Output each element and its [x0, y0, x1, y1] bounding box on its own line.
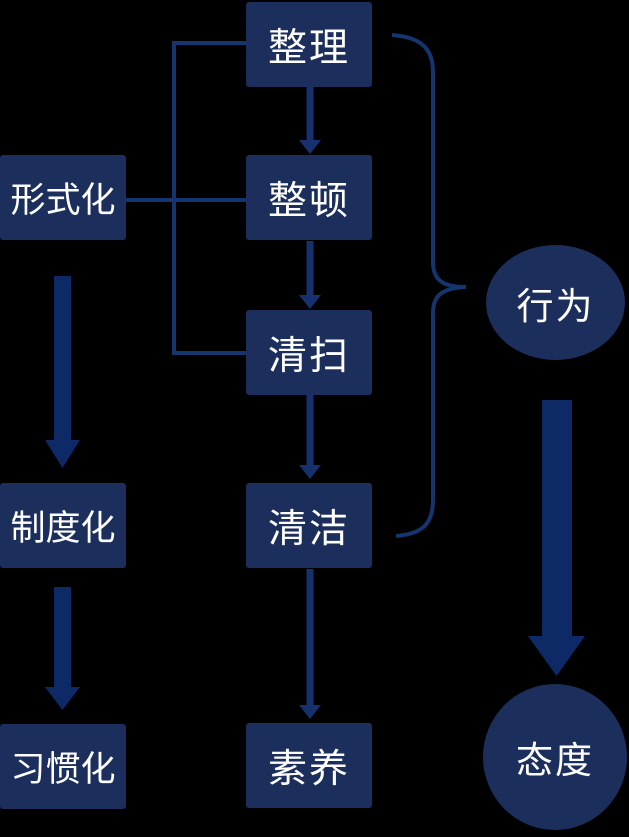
node-sort: 整理: [246, 2, 372, 87]
node-institutionalization-label: 制度化: [10, 509, 116, 548]
node-formalization: 形式化: [0, 155, 126, 240]
arrow-formalization-to-institutionalization-icon: [45, 276, 80, 468]
node-institutionalization: 制度化: [0, 483, 126, 568]
bracket-connector-line: [126, 41, 247, 355]
node-sort-label: 整理: [267, 26, 350, 70]
node-behavior: 行为: [486, 245, 625, 360]
arrow-institutionalization-to-habituation-icon: [45, 587, 80, 710]
arrow-set-in-order-to-shine-icon: [299, 241, 321, 309]
node-set-in-order: 整顿: [246, 155, 372, 240]
node-shine: 清扫: [246, 310, 372, 395]
node-standardize-label: 清洁: [267, 507, 350, 551]
node-habituation-label: 习惯化: [10, 750, 116, 789]
arrow-behavior-to-attitude-icon: [528, 400, 585, 676]
node-standardize: 清洁: [246, 483, 372, 568]
arrow-standardize-to-sustain-icon: [299, 569, 321, 719]
grouping-brace: [391, 33, 467, 538]
node-shine-label: 清扫: [267, 334, 350, 378]
node-formalization-label: 形式化: [10, 181, 116, 220]
node-sustain: 素养: [246, 723, 372, 808]
node-habituation: 习惯化: [0, 724, 126, 809]
node-attitude-label: 态度: [516, 740, 594, 781]
node-behavior-label: 行为: [516, 285, 595, 327]
node-attitude: 态度: [483, 684, 627, 830]
node-sustain-label: 素养: [267, 747, 350, 791]
arrow-sort-to-set-in-order-icon: [299, 86, 321, 154]
arrow-shine-to-standardize-icon: [299, 395, 321, 479]
node-set-in-order-label: 整顿: [267, 179, 350, 223]
